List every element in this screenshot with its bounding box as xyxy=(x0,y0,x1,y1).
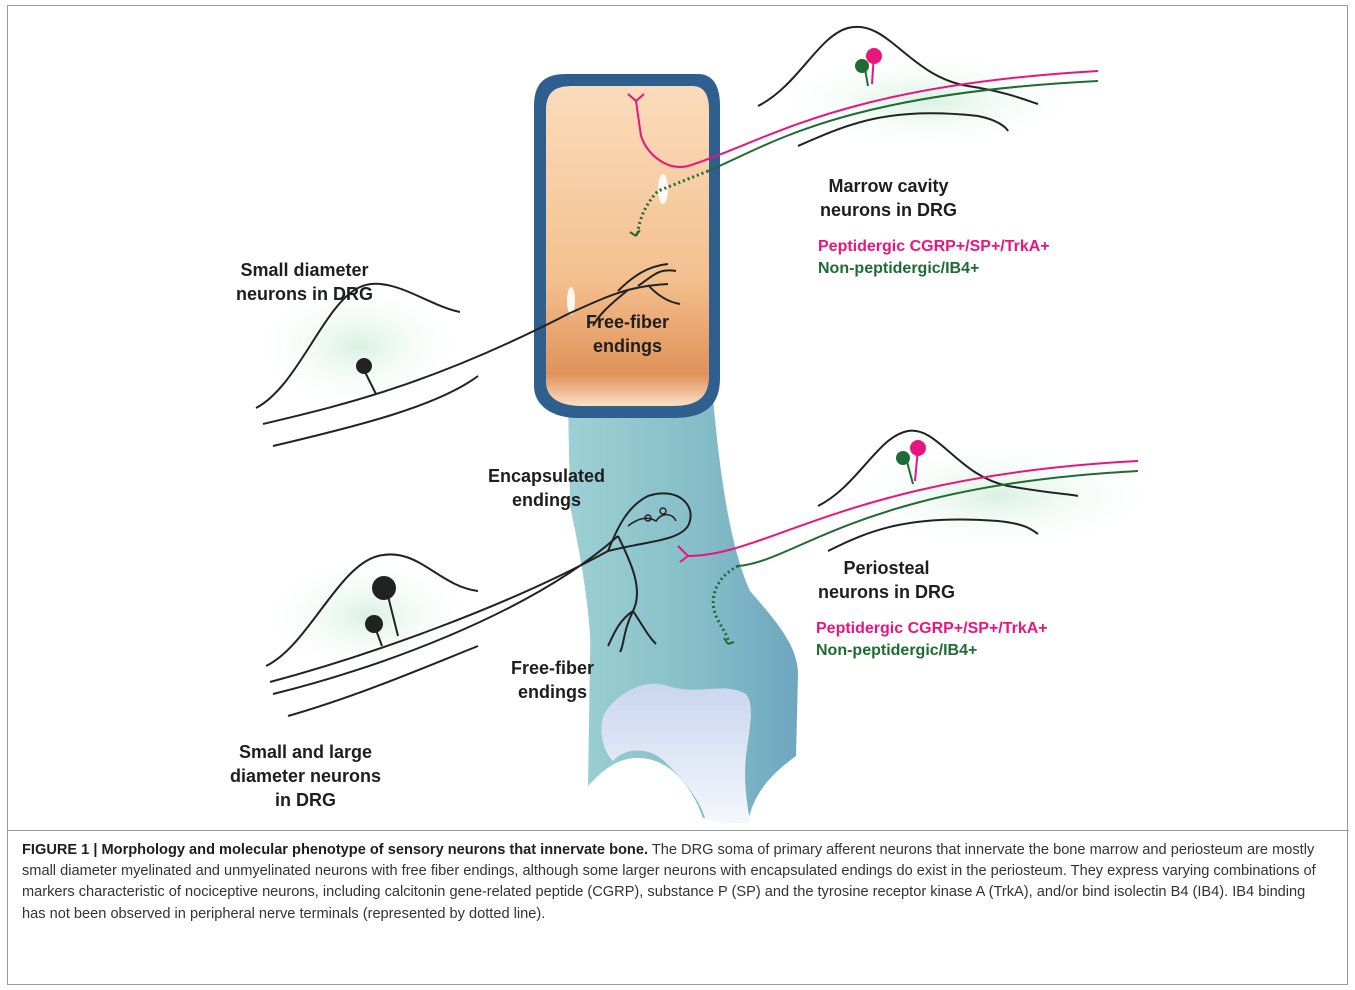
bone-innervation-diagram xyxy=(8,6,1349,830)
marker-nonpeptidergic-bottom: Non-peptidergic/IB4+ xyxy=(816,640,977,662)
marker-nonpeptidergic-top: Non-peptidergic/IB4+ xyxy=(818,258,979,280)
marker-peptidergic-top: Peptidergic CGRP+/SP+/TrkA+ xyxy=(818,236,1050,258)
figure-caption: FIGURE 1 | Morphology and molecular phen… xyxy=(22,840,1332,925)
caption-divider xyxy=(8,830,1349,831)
marker-peptidergic-bottom: Peptidergic CGRP+/SP+/TrkA+ xyxy=(816,618,1048,640)
marrow-cavity xyxy=(546,86,709,406)
caption-label: FIGURE 1 | Morphology and molecular phen… xyxy=(22,842,648,858)
